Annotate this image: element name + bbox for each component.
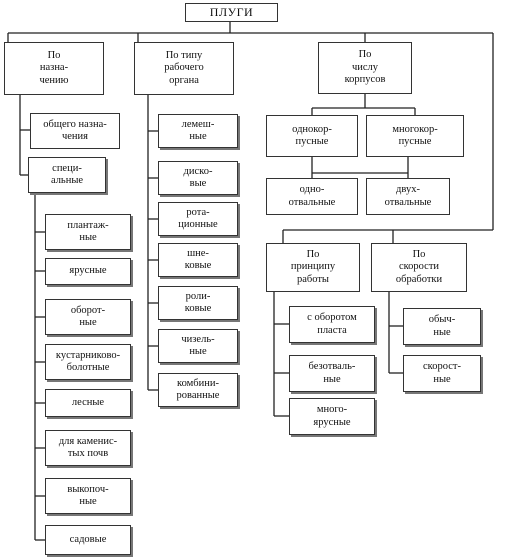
special-item: садовые (45, 525, 131, 555)
organ-item: роли- ковые (158, 286, 238, 320)
speed-item: скорост- ные (403, 355, 481, 392)
special-item: плантаж- ные (45, 214, 131, 250)
special-item: кустарниково- болотные (45, 344, 131, 380)
principle-item: много- ярусные (289, 398, 375, 435)
organ-item: чизель- ные (158, 329, 238, 363)
purpose-special: специ- альные (28, 157, 106, 193)
special-item: оборот- ные (45, 299, 131, 335)
speed-item: обыч- ные (403, 308, 481, 345)
special-item: лесные (45, 389, 131, 417)
organ-item: рота- ционные (158, 202, 238, 236)
purpose-general: общего назна- чения (30, 113, 120, 149)
category-working-organ: По типу рабочего органа (134, 42, 234, 95)
category-speed: По скорости обработки (371, 243, 467, 292)
special-item: выкопоч- ные (45, 478, 131, 514)
organ-item: диско- вые (158, 161, 238, 195)
special-item: ярусные (45, 258, 131, 285)
root-box: ПЛУГИ (185, 3, 278, 22)
bodies-one-dump: одно- отвальные (266, 178, 358, 215)
bodies-two-dump: двух- отвальные (366, 178, 450, 215)
principle-item: с оборотом пласта (289, 306, 375, 343)
principle-item: безотваль- ные (289, 355, 375, 392)
category-bodies: По числу корпусов (318, 42, 412, 94)
bodies-single: однокор- пусные (266, 115, 358, 157)
category-purpose: По назна- чению (4, 42, 104, 95)
organ-item: лемеш- ные (158, 114, 238, 148)
organ-item: шне- ковые (158, 243, 238, 277)
special-item: для каменис- тых почв (45, 430, 131, 466)
category-principle: По принципу работы (266, 243, 360, 292)
organ-item: комбини- рованные (158, 373, 238, 407)
bodies-multi: многокор- пусные (366, 115, 464, 157)
